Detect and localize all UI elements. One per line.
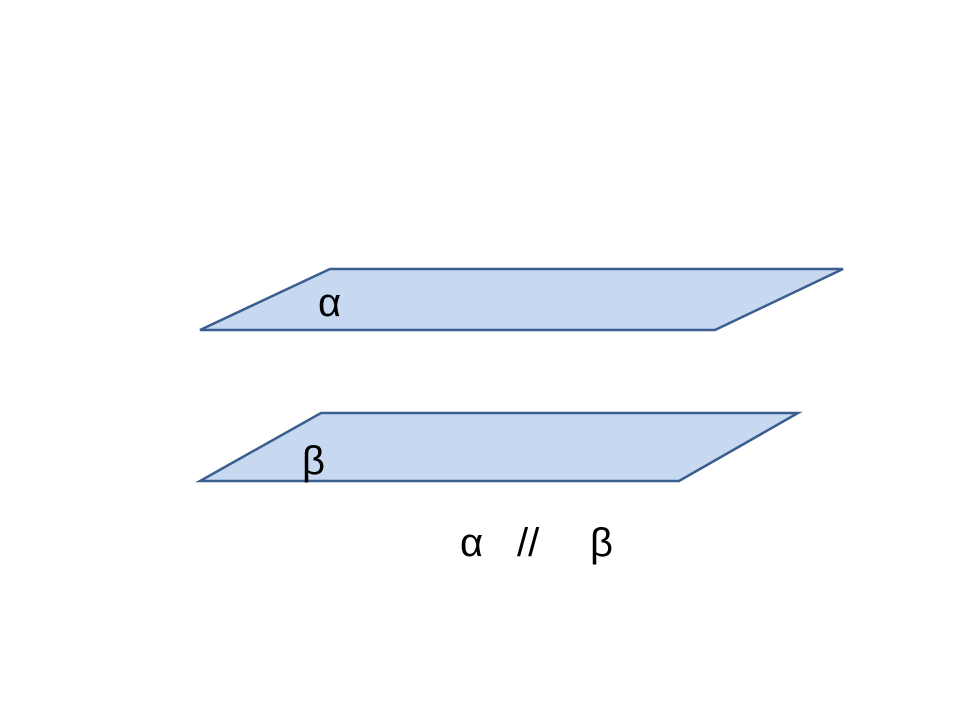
parallel-relation: α // β <box>460 521 613 565</box>
plane-beta-shape <box>195 411 803 483</box>
relation-left: α <box>460 521 483 565</box>
plane-alpha-label: α <box>318 281 341 325</box>
plane-alpha-shape <box>199 267 844 332</box>
plane-alpha: α <box>199 267 844 332</box>
relation-operator: // <box>517 521 540 565</box>
plane-beta-label: β <box>302 439 325 483</box>
relation-right: β <box>590 521 613 565</box>
plane-beta: β <box>195 411 803 483</box>
